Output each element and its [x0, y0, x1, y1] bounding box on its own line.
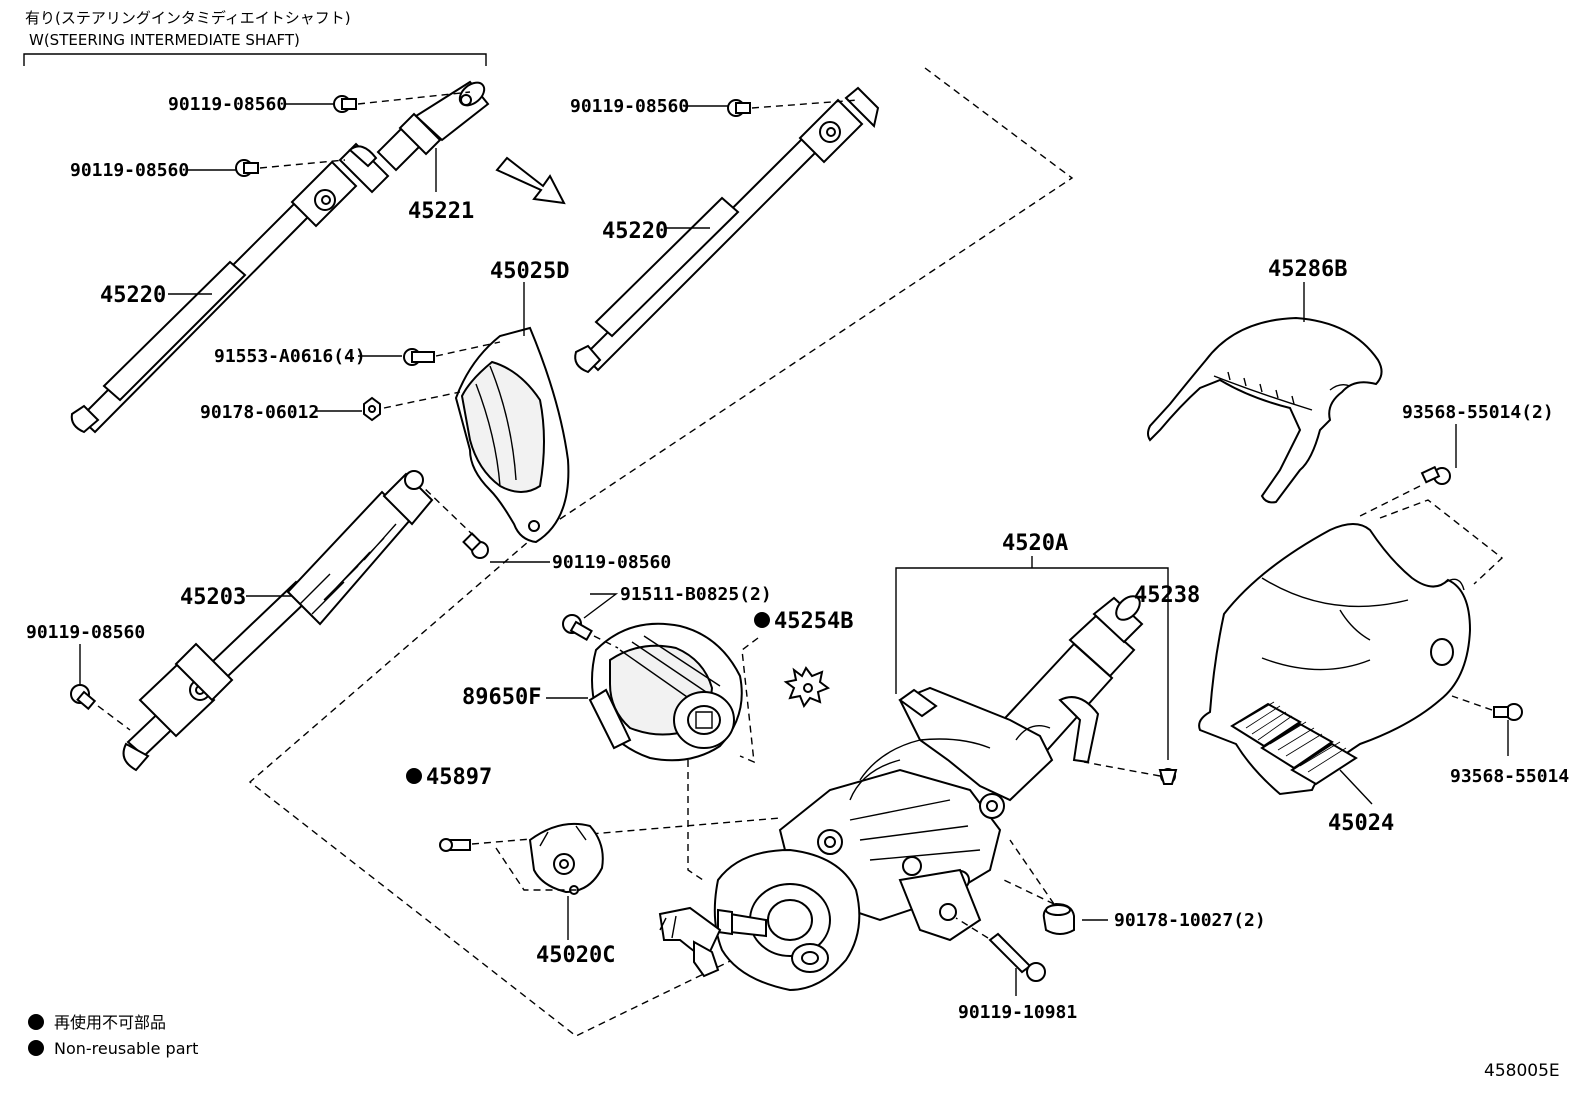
label-45254B: 45254B [774, 609, 853, 634]
label-4520A: 4520A [1002, 531, 1068, 556]
non-reusable-mark-45897 [406, 768, 422, 784]
label-90119-08560-d: 90119-08560 [552, 552, 671, 573]
label-45897: 45897 [426, 765, 492, 790]
lower-shaft-45203 [122, 470, 434, 772]
clip-45238 [1158, 768, 1178, 785]
sensor-45897 [439, 838, 471, 852]
label-90119-08560-b: 90119-08560 [70, 160, 189, 181]
bolt-90119-08560-a [333, 95, 357, 113]
nut-90178-06012 [363, 396, 381, 422]
legend-text-jp: 再使用不可部品 [54, 1013, 166, 1032]
label-90178-06012: 90178-06012 [200, 402, 319, 423]
label-90119-08560-c: 90119-08560 [570, 96, 689, 117]
leader-lines [79, 103, 1509, 996]
bolt-91553-A0616 [403, 348, 435, 366]
diagram-code: 458005E [1484, 1061, 1560, 1081]
bolt-91511-B0825 [562, 614, 593, 642]
header-line-jp: 有り(ステアリングインタミディエイトシャフト) [25, 9, 351, 27]
bolt-90119-08560-e [70, 684, 97, 711]
label-93568-55014-2: 93568-55014(2) [1402, 402, 1554, 423]
column-hole-cover-45025D [454, 326, 570, 544]
label-90119-10981: 90119-10981 [958, 1002, 1077, 1023]
bolt-90119-08560-b [235, 159, 259, 177]
label-91511-B0825: 91511-B0825(2) [620, 584, 772, 605]
bolt-90119-08560-c [727, 99, 751, 117]
label-90119-08560-a: 90119-08560 [168, 94, 287, 115]
label-90119-08560-e: 90119-08560 [26, 622, 145, 643]
legend-bullet-en [28, 1040, 44, 1056]
lower-column-cover-45024 [1198, 523, 1472, 796]
direction-arrow [495, 156, 566, 205]
header-line-en: W(STEERING INTERMEDIATE SHAFT) [29, 31, 300, 49]
label-45020C: 45020C [536, 943, 615, 968]
label-45286B: 45286B [1268, 257, 1347, 282]
label-93568-55014: 93568-55014 [1450, 766, 1569, 787]
label-90178-10027: 90178-10027(2) [1114, 910, 1266, 931]
label-45203: 45203 [180, 585, 246, 610]
upper-column-cover-45286B [1147, 316, 1383, 504]
label-45220-left: 45220 [100, 283, 166, 308]
group-outline [248, 67, 1074, 1037]
label-91553-A0616: 91553-A0616(4) [214, 346, 366, 367]
bolt-90119-08560-d [462, 532, 489, 559]
non-reusable-mark-45254B [754, 612, 770, 628]
intermediate-shaft-right [574, 86, 880, 374]
screw-93568-55014-2 [1420, 465, 1451, 485]
coupling-45254B [783, 666, 831, 709]
header-bracket [23, 53, 487, 66]
label-45220-right: 45220 [602, 219, 668, 244]
intermediate-shaft-left [70, 80, 490, 434]
legend-bullet-jp [28, 1014, 44, 1030]
label-89650F: 89650F [462, 685, 541, 710]
label-45238: 45238 [1134, 583, 1200, 608]
bracket-45020C [528, 822, 604, 895]
power-steering-ecu-89650F [588, 622, 743, 762]
legend-text-en: Non-reusable part [54, 1039, 198, 1058]
bolt-90119-10981 [988, 932, 1046, 982]
label-45221: 45221 [408, 199, 474, 224]
screw-93568-55014 [1493, 703, 1523, 721]
label-45025D: 45025D [490, 259, 569, 284]
steering-column-assy-4520A [658, 595, 1144, 992]
label-45024: 45024 [1328, 811, 1394, 836]
nut-90178-10027 [1042, 902, 1075, 935]
